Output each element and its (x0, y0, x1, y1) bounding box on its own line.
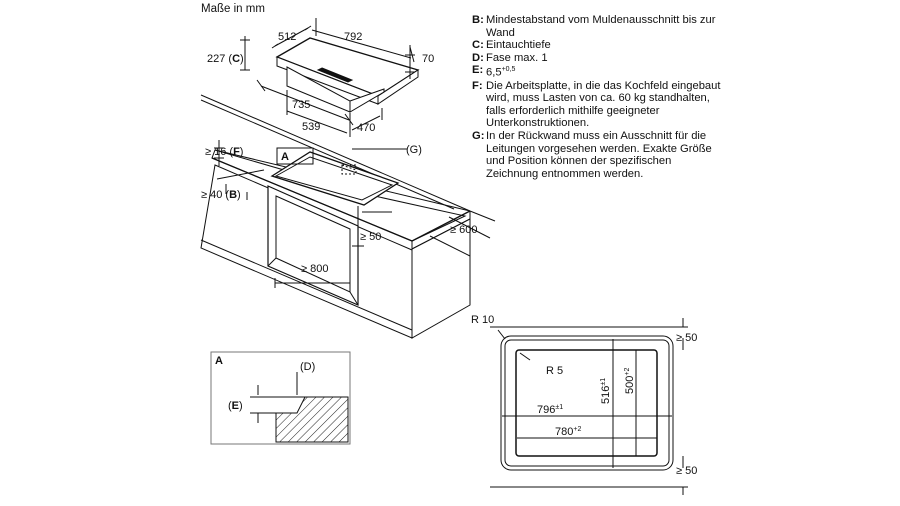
dim-792: 792 (344, 31, 362, 43)
units-label: Maße in mm (201, 3, 265, 15)
hob-drawing (240, 18, 420, 137)
note-f: F:Die Arbeitsplatte, in die das Kochfeld… (472, 80, 722, 130)
note-e-tolerance: +0,5 (501, 66, 516, 74)
dim-500-value: 500 (624, 376, 636, 394)
rear-wall-cutout (341, 164, 357, 175)
dim-500: 500+2 (624, 368, 636, 394)
note-key: D: (472, 51, 484, 64)
hob-side-edge (377, 69, 419, 105)
detail-e-open: ( (228, 400, 232, 412)
dim-40-b: ≥ 40 (B) (201, 189, 241, 201)
note-text: Die Arbeitsplatte, in die das Kochfeld e… (486, 79, 721, 130)
dim-bottom-50: ≥ 50 (676, 465, 697, 477)
dim-b-prefix: ≥ 40 ( (201, 189, 229, 201)
countertop-drawing (200, 94, 496, 339)
radius-10: R 10 (471, 314, 494, 326)
detail-a-marker (276, 147, 314, 165)
dim-f-suffix: ) (240, 146, 244, 158)
dim-780-tol: +2 (573, 426, 581, 433)
note-text: Eintauchtiefe (486, 39, 551, 52)
inner-cutout (515, 349, 658, 457)
detail-a-box (210, 351, 351, 445)
cutout-plan (490, 318, 688, 495)
dim-539: 539 (302, 121, 320, 133)
detail-e-key: E (232, 400, 239, 412)
dim-800: ≥ 800 (301, 263, 328, 275)
countertop-cutout (270, 151, 400, 206)
note-e-value: 6,5 (486, 67, 502, 80)
note-text: Mindestabstand vom Muldenausschnitt bis … (486, 14, 716, 39)
dim-516-tol: ±1 (600, 378, 607, 386)
worktop-section (275, 396, 349, 443)
dim-70: 70 (422, 53, 434, 65)
detail-a-label: A (281, 151, 289, 163)
dim-796-value: 796 (537, 404, 555, 416)
note-key: G: (472, 130, 485, 143)
dim-f-prefix: ≥ 16 ( (205, 146, 233, 158)
dim-16-f: ≥ 16 (F) (205, 146, 243, 158)
wall-edge-line (200, 94, 471, 212)
dim-c-key: C (232, 53, 240, 65)
dim-g: (G) (406, 144, 422, 156)
detail-e-close: ) (239, 400, 243, 412)
dim-top-50: ≥ 50 (676, 332, 697, 344)
hob-extractor-vent (316, 67, 354, 83)
dim-500-tol: +2 (624, 368, 631, 376)
note-c: C:Eintauchtiefe (472, 39, 722, 52)
dim-796: 796±1 (537, 404, 563, 416)
outer-cutout (500, 335, 674, 471)
note-g: G:In der Rückwand muss ein Ausschnitt fü… (472, 130, 722, 180)
note-d: D:Fase max. 1 (472, 52, 722, 65)
note-key: C: (472, 39, 484, 52)
dim-227-c: 227 (C) (207, 53, 244, 65)
dim-780-value: 780 (555, 426, 573, 438)
dim-227-label: 227 ( (207, 53, 232, 65)
note-key: F: (472, 79, 483, 92)
dim-780: 780+2 (555, 426, 581, 438)
dim-600: ≥ 600 (450, 224, 477, 236)
note-e: E:6,5+0,5 (472, 64, 722, 79)
dim-516-value: 516 (600, 386, 612, 404)
dim-50: ≥ 50 (360, 231, 381, 243)
dim-735: 735 (292, 99, 310, 111)
dim-796-tol: ±1 (555, 404, 563, 411)
detail-d: (D) (300, 361, 315, 373)
note-text: 6,5+0,5 (486, 64, 722, 79)
note-text: In der Rückwand muss ein Ausschnitt für … (486, 130, 712, 180)
dim-close: ) (240, 53, 244, 65)
note-key: E: (472, 64, 484, 77)
hob-body-side (349, 88, 385, 113)
radius-5: R 5 (546, 365, 563, 377)
notes-legend: B:Mindestabstand vom Muldenausschnitt bi… (472, 14, 722, 180)
dim-b-key: B (229, 189, 237, 201)
dim-b-suffix: ) (237, 189, 241, 201)
dim-516: 516±1 (600, 378, 612, 404)
detail-a-title: A (215, 355, 223, 367)
dim-512: 512 (278, 31, 296, 43)
detail-e: (E) (228, 400, 243, 412)
note-key: B: (472, 14, 484, 26)
detail-a-frame (210, 351, 351, 445)
note-b: B:Mindestabstand vom Muldenausschnitt bi… (472, 14, 722, 39)
note-text: Fase max. 1 (486, 51, 548, 64)
dim-470: 470 (357, 122, 375, 134)
dim-f-key: F (233, 146, 240, 158)
